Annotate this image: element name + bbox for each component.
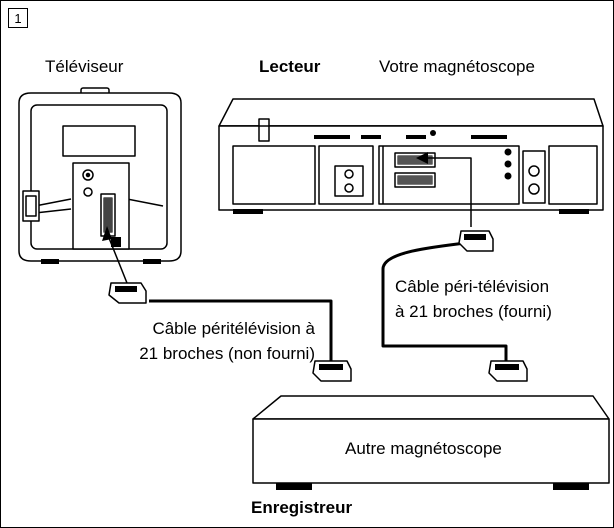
player-label: Lecteur bbox=[259, 57, 321, 76]
tv-illustration bbox=[18, 87, 182, 264]
your-vcr-label: Votre magnétoscope bbox=[379, 57, 535, 76]
scart-plugs bbox=[108, 230, 528, 382]
arrows bbox=[102, 152, 428, 241]
cable-tv-label-line2: 21 broches (non fourni) bbox=[139, 344, 315, 363]
cable-vcr-label-line1: Câble péri-télévision bbox=[395, 277, 550, 296]
cable-tv-label-line1: Câble péritélévision à bbox=[152, 319, 315, 338]
other-vcr-illustration bbox=[252, 395, 610, 490]
recorder-label: Enregistreur bbox=[251, 498, 353, 517]
your-vcr-illustration bbox=[218, 98, 604, 214]
cable-vcr-label-line2: à 21 broches (fourni) bbox=[395, 302, 552, 321]
other-vcr-label: Autre magnétoscope bbox=[345, 439, 502, 458]
tv-label: Téléviseur bbox=[45, 57, 124, 76]
figure-number: 1 bbox=[8, 8, 28, 28]
